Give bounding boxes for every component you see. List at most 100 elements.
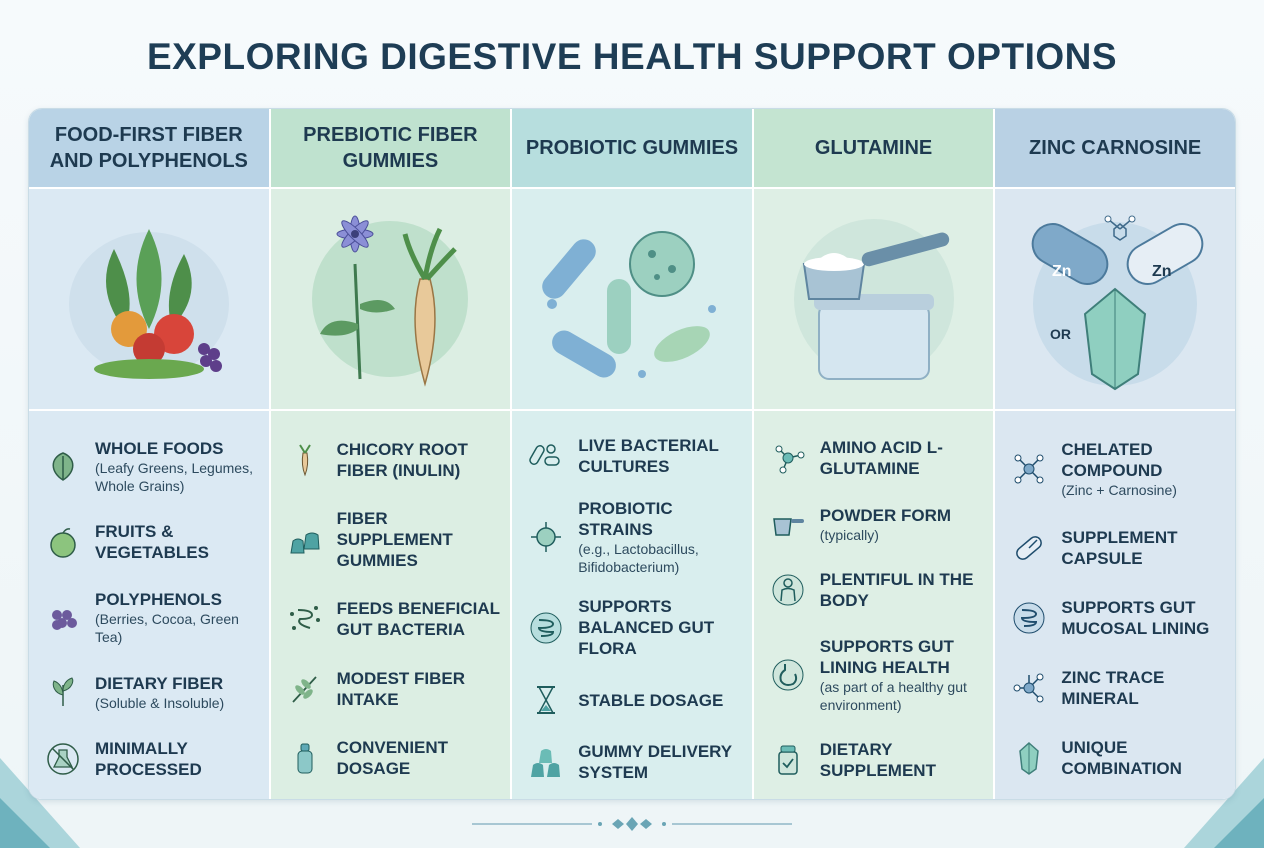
column-food-first: FOOD-FIRST FIBER AND POLYPHENOLS WHOLE F… [29, 109, 271, 799]
list-item: STABLE DOSAGE [526, 680, 746, 720]
list-item: GUMMY DELIVERY SYSTEM [526, 741, 746, 783]
column-zinc-carnosine: ZINC CARNOSINE Zn Zn OR CHELATED COMPOUN… [995, 109, 1235, 799]
column-probiotic: PROBIOTIC GUMMIES LIVE BACTERIAL CULTURE… [512, 109, 754, 799]
item-label: SUPPORTS GUT LINING HEALTH [819, 636, 954, 677]
zn-label-left: Zn [1052, 263, 1072, 280]
item-list: WHOLE FOODS (Leafy Greens, Legumes, Whole… [29, 411, 269, 799]
column-header: ZINC CARNOSINE [995, 109, 1235, 189]
list-item: CHELATED COMPOUND(Zinc + Carnosine) [1009, 439, 1229, 499]
column-header: GLUTAMINE [753, 109, 994, 189]
item-sub: (Zinc + Carnosine) [1061, 482, 1177, 498]
list-item: SUPPLEMENT CAPSULE [1009, 527, 1229, 569]
list-item: WHOLE FOODS (Leafy Greens, Legumes, Whole… [43, 438, 263, 495]
bottle-icon [285, 738, 325, 778]
item-sub: (typically) [819, 526, 879, 543]
scoop-icon [768, 504, 808, 544]
list-item: DIETARY FIBER(Soluble & Insoluble) [43, 672, 263, 712]
molecule-icon [768, 438, 808, 478]
or-label: OR [1050, 326, 1071, 342]
berries-icon [43, 598, 83, 638]
list-item: POLYPHENOLS (Berries, Cocoa, Green Tea) [43, 589, 263, 646]
body-icon [768, 570, 808, 610]
bacteria-icon [526, 436, 566, 476]
list-item: UNIQUE COMBINATION [1009, 737, 1229, 779]
item-label: PLENTIFUL IN THE BODY [819, 569, 974, 610]
page-title: EXPLORING DIGESTIVE HEALTH SUPPORT OPTIO… [146, 36, 1118, 77]
item-label: MODEST FIBER INTAKE [336, 668, 466, 709]
item-label: PROBIOTIC STRAINS [578, 498, 673, 539]
zinc-capsule-crystal-illustration: Zn Zn OR [995, 189, 1235, 411]
intestine-icon [526, 608, 566, 648]
leaf-icon [43, 447, 83, 487]
root-icon [285, 440, 325, 480]
gummies-icon [526, 742, 566, 782]
list-item: CHICORY ROOT FIBER (INULIN) [285, 439, 505, 481]
hourglass-icon [526, 680, 566, 720]
item-label: GUMMY DELIVERY SYSTEM [578, 741, 732, 782]
item-label: DIETARY SUPPLEMENT [819, 739, 936, 780]
gummies-icon [285, 520, 325, 560]
comparison-table: FOOD-FIRST FIBER AND POLYPHENOLS WHOLE F… [28, 108, 1236, 800]
column-glutamine: GLUTAMINE AMINO ACID L-GLUTAMINE POWDER … [753, 109, 996, 799]
molecule-icon [1009, 668, 1049, 708]
list-item: FIBER SUPPLEMENT GUMMIES [285, 508, 505, 571]
item-label: WHOLE FOODS [95, 439, 224, 458]
item-label: CONVENIENT DOSAGE [336, 738, 449, 779]
item-sub: (Berries, Cocoa, Green Tea) [95, 611, 239, 645]
sprig-icon [285, 669, 325, 709]
plant-icon [43, 672, 83, 712]
list-item: ZINC TRACE MINERAL [1009, 667, 1229, 709]
item-label: AMINO ACID L-GLUTAMINE [819, 438, 943, 479]
molecule-icon [1009, 449, 1049, 489]
footer-divider [472, 817, 792, 831]
crystal-icon [1009, 738, 1049, 778]
supplement-jar-icon [768, 740, 808, 780]
item-sub: (Leafy Greens, Legumes, Whole Grains) [95, 460, 253, 494]
apple-icon [43, 522, 83, 562]
item-label: LIVE BACTERIAL CULTURES [578, 436, 719, 477]
list-item: SUPPORTS BALANCED GUT FLORA [526, 596, 746, 659]
item-list: LIVE BACTERIAL CULTURES PROBIOTIC STRAIN… [512, 411, 752, 799]
item-label: SUPPORTS GUT MUCOSAL LINING [1061, 598, 1210, 638]
list-item: CONVENIENT DOSAGE [285, 737, 505, 779]
flask-icon [43, 739, 83, 779]
list-item: LIVE BACTERIAL CULTURES [526, 435, 746, 477]
item-label: STABLE DOSAGE [578, 690, 724, 710]
list-item: AMINO ACID L-GLUTAMINE [768, 437, 988, 479]
item-label: UNIQUE COMBINATION [1061, 738, 1182, 778]
item-list: CHICORY ROOT FIBER (INULIN) FIBER SUPPLE… [270, 411, 511, 799]
list-item: POWDER FORM(typically) [768, 504, 988, 544]
list-item: MINIMALLY PROCESSED [43, 738, 263, 780]
list-item: SUPPORTS GUT MUCOSAL LINING [1009, 597, 1229, 639]
item-label: SUPPLEMENT CAPSULE [1061, 528, 1178, 568]
stomach-icon [768, 655, 808, 695]
zn-label-right: Zn [1152, 263, 1172, 280]
list-item: SUPPORTS GUT LINING HEALTH(as part of a … [768, 636, 988, 714]
corner-decoration-left [0, 758, 80, 848]
item-label: FRUITS & VEGETABLES [95, 522, 209, 562]
column-header: PREBIOTIC FIBER GUMMIES [270, 109, 511, 189]
vegetables-illustration [29, 189, 269, 411]
item-sub: (e.g., Lactobacillus, Bifidobacterium) [578, 540, 699, 575]
gut-bacteria-icon [285, 599, 325, 639]
item-list: AMINO ACID L-GLUTAMINE POWDER FORM(typic… [753, 411, 994, 799]
capsule-icon [1009, 528, 1049, 568]
item-sub: (Soluble & Insoluble) [95, 694, 225, 711]
list-item: PLENTIFUL IN THE BODY [768, 569, 988, 611]
list-item: FEEDS BENEFICIAL GUT BACTERIA [285, 598, 505, 640]
chicory-root-illustration [270, 189, 511, 411]
column-prebiotic: PREBIOTIC FIBER GUMMIES CHICORY ROOT FIB… [270, 109, 513, 799]
item-label: FEEDS BENEFICIAL GUT BACTERIA [336, 599, 500, 640]
microbe-icon [526, 517, 566, 557]
powder-scoop-illustration [753, 189, 994, 411]
item-label: FIBER SUPPLEMENT GUMMIES [336, 509, 453, 571]
corner-decoration-right [1184, 758, 1264, 848]
item-label: CHICORY ROOT FIBER (INULIN) [336, 439, 468, 480]
item-label: POLYPHENOLS [95, 590, 222, 609]
intestine-icon [1009, 598, 1049, 638]
item-label: POWDER FORM [819, 505, 952, 525]
item-label: SUPPORTS BALANCED GUT FLORA [578, 597, 715, 659]
list-item: PROBIOTIC STRAINS(e.g., Lactobacillus, B… [526, 498, 746, 576]
item-label: MINIMALLY PROCESSED [95, 739, 202, 779]
column-header: FOOD-FIRST FIBER AND POLYPHENOLS [29, 109, 269, 189]
